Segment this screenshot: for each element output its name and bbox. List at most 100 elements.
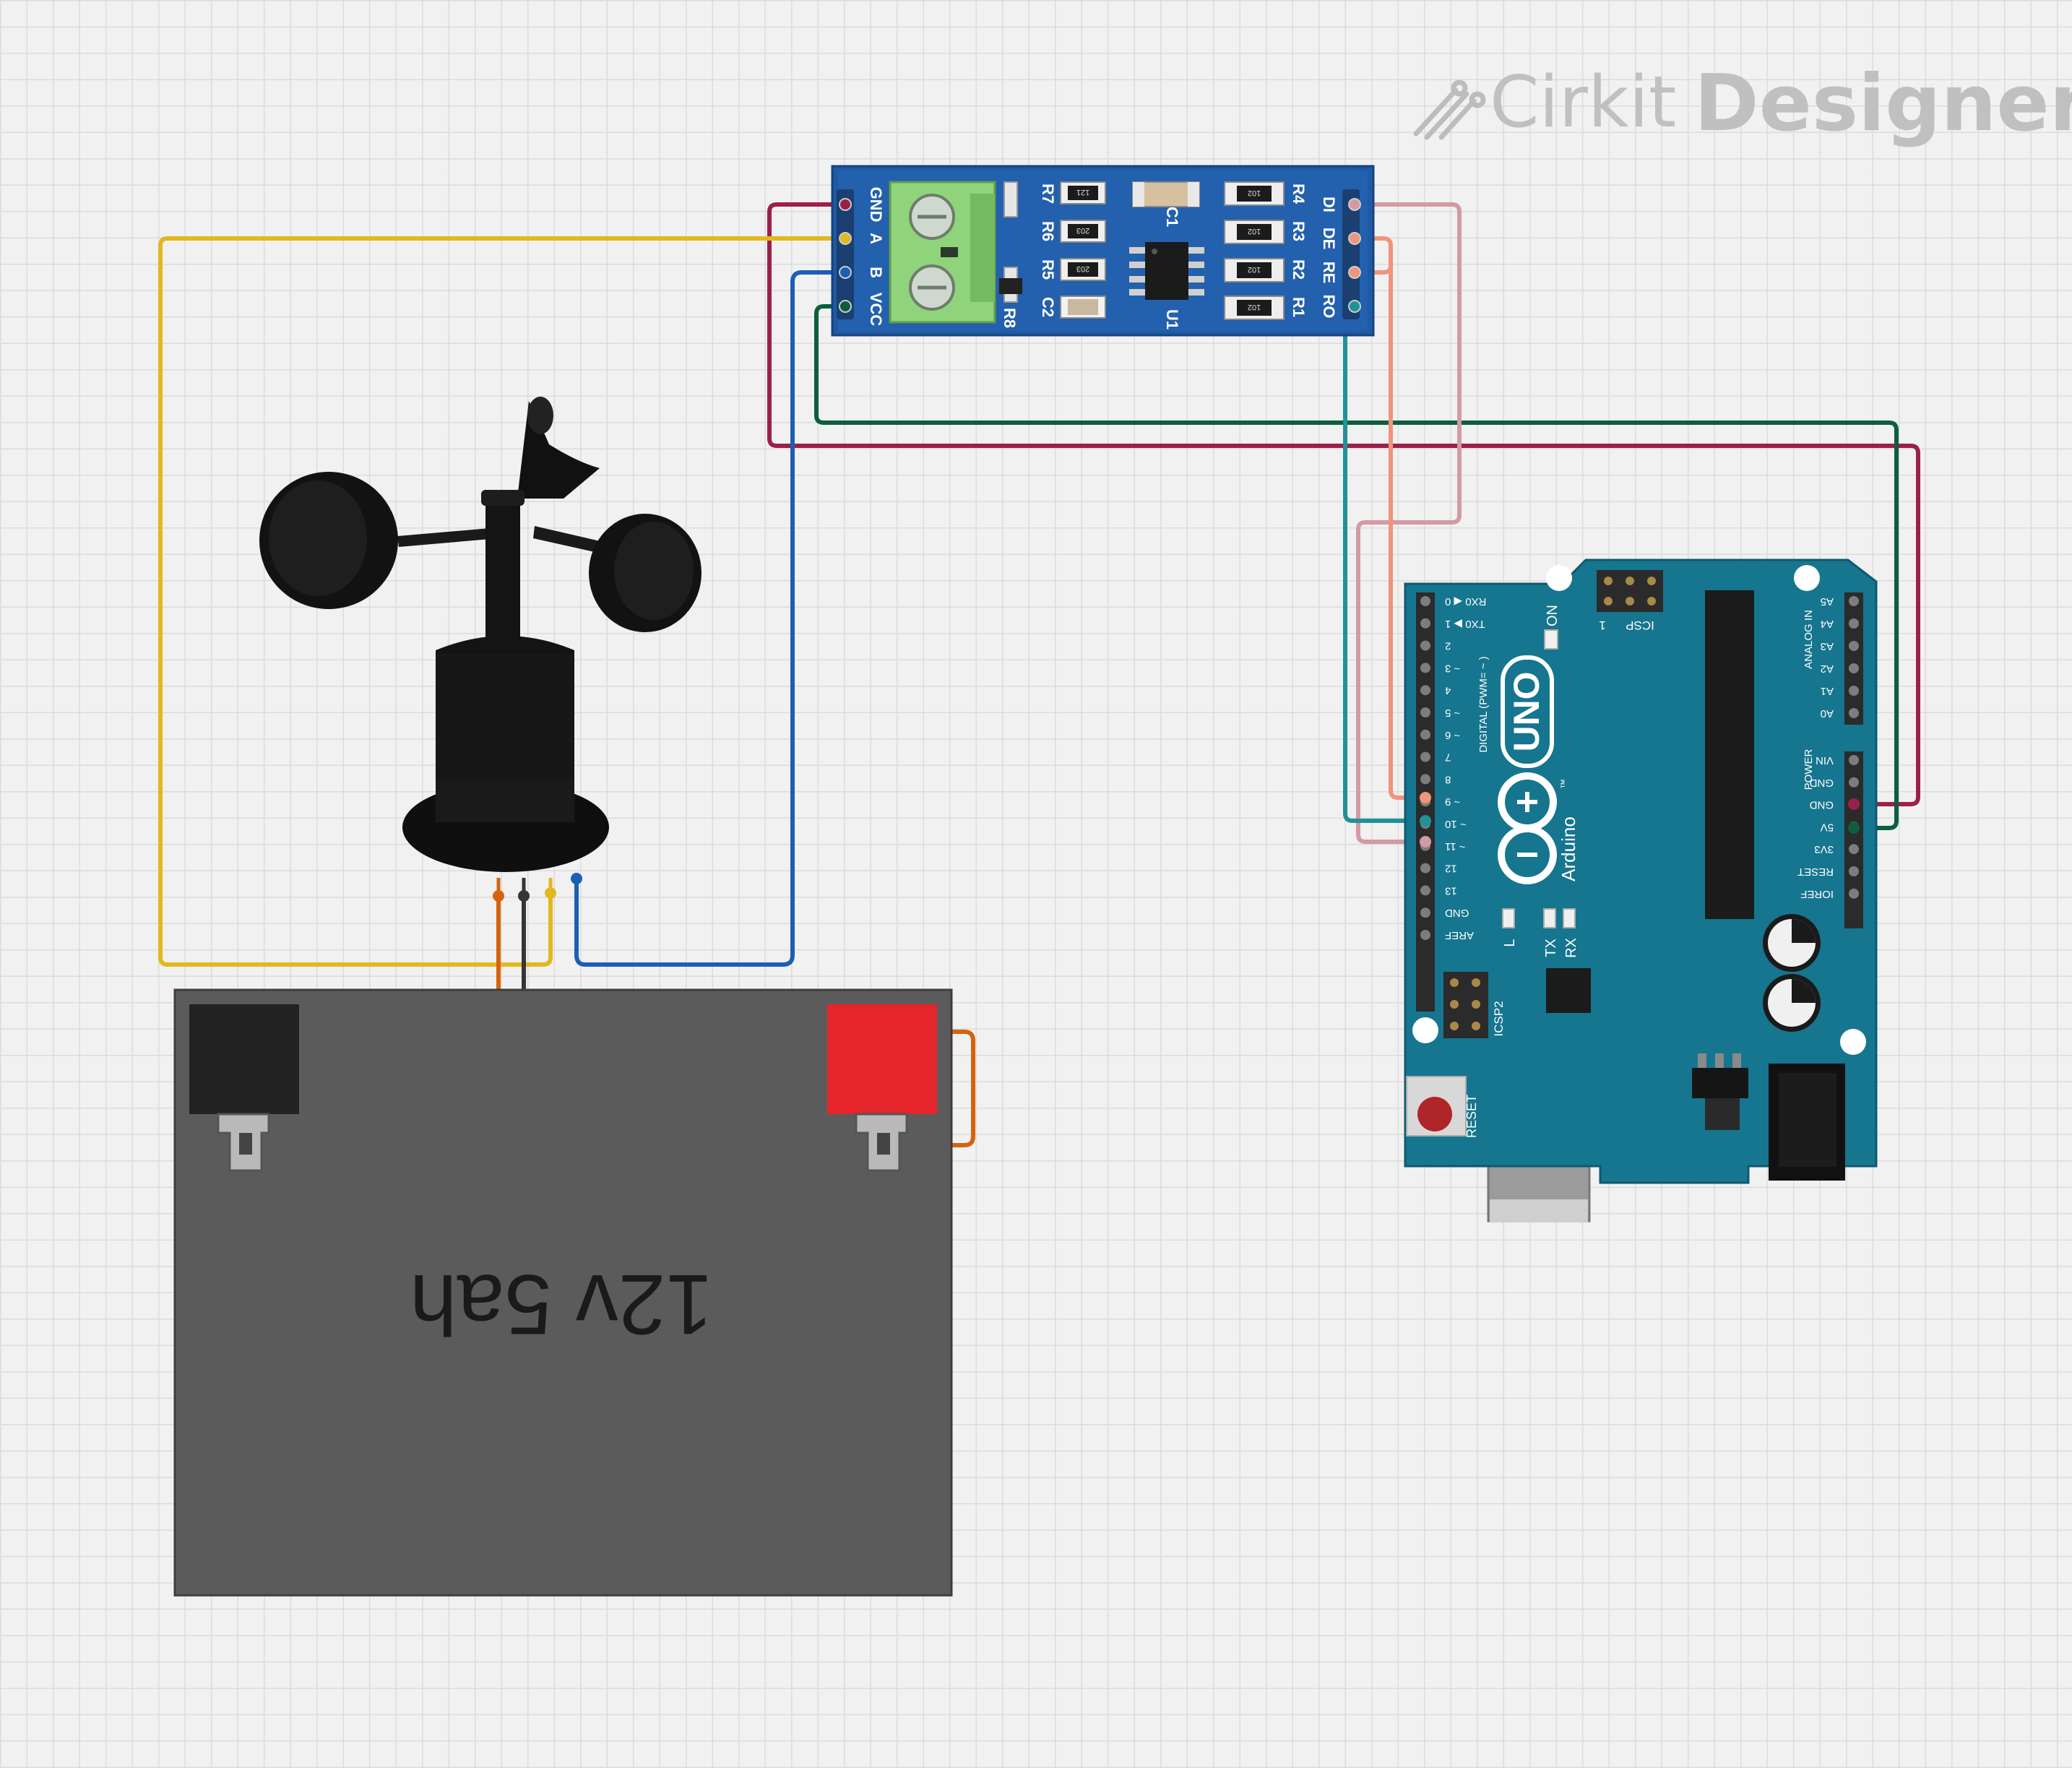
label-icsp2: ICSP2	[1492, 1001, 1506, 1036]
label-uno: UNO	[1506, 671, 1547, 751]
label-r2: R2	[1290, 259, 1308, 280]
pin-anemo-b[interactable]	[571, 873, 582, 884]
icsp-header	[1597, 570, 1663, 612]
label-analog-in: ANALOG IN	[1803, 610, 1815, 669]
header-pin-label: GND	[1810, 777, 1834, 789]
pin-gnd[interactable]	[839, 198, 852, 211]
header-pin[interactable]	[1420, 596, 1430, 606]
header-pin-label: 3V3	[1814, 843, 1834, 855]
header-pin[interactable]	[1849, 618, 1859, 629]
wire-rs485-di[interactable]	[1355, 202, 1462, 844]
label-icsp: ICSP	[1626, 618, 1654, 632]
label-a: A	[867, 233, 885, 244]
header-pin[interactable]	[1420, 618, 1430, 629]
smd-code-5: 102	[1248, 227, 1261, 236]
arduino-logo: UNO Arduino ™	[1498, 655, 1579, 884]
pin-vcc[interactable]	[839, 300, 852, 313]
wire-rs485-vcc[interactable]	[814, 304, 1899, 830]
label-u1: U1	[1163, 309, 1181, 329]
header-pin[interactable]	[1849, 596, 1859, 606]
rs485-right-pins	[1348, 198, 1361, 313]
anemometer[interactable]	[259, 397, 702, 902]
header-pin-label: A3	[1821, 640, 1834, 652]
pin-di[interactable]	[1348, 198, 1361, 211]
reset-button[interactable]	[1406, 1076, 1467, 1137]
header-pin-label: GND	[1445, 907, 1469, 919]
pin-a[interactable]	[839, 232, 852, 245]
label-power: POWER	[1803, 749, 1815, 790]
header-pin-label: A1	[1821, 685, 1834, 697]
label-r6: R6	[1039, 221, 1057, 241]
smd-code-3: 203	[1076, 264, 1089, 273]
rs485-smd-left: 121 203 203	[999, 181, 1106, 319]
label-r4: R4	[1290, 184, 1308, 204]
header-pin-label: VIN	[1816, 754, 1834, 767]
pin-anemo-a[interactable]	[545, 887, 556, 899]
header-pin[interactable]	[1420, 863, 1430, 874]
header-pin[interactable]	[1849, 844, 1859, 855]
header-pin[interactable]	[1420, 907, 1430, 918]
pin-ro[interactable]	[1348, 300, 1361, 313]
header-pin[interactable]	[1849, 866, 1859, 876]
header-pin[interactable]	[1420, 930, 1430, 940]
pin-de[interactable]	[1348, 232, 1361, 245]
label-icsp-1: 1	[1599, 618, 1605, 632]
header-pin[interactable]	[1849, 663, 1859, 673]
label-re: RE	[1320, 262, 1338, 284]
arduino-uno[interactable]: RESET ICSP 1 ICSP2 ON	[1404, 559, 1878, 1222]
header-pin-label: A5	[1821, 595, 1834, 608]
wire-rs485-a[interactable]	[158, 236, 845, 967]
header-pin[interactable]	[1420, 774, 1430, 785]
label-b: B	[867, 267, 885, 278]
battery-12v[interactable]: 12v 5ah	[173, 988, 953, 1597]
label-reset: RESET	[1464, 1095, 1479, 1138]
header-pin[interactable]	[1420, 707, 1430, 717]
voltage-regulator	[1692, 1053, 1748, 1130]
header-pin[interactable]	[1849, 708, 1859, 718]
rs485-module[interactable]: GND A B VCC DI DE RE RO	[831, 165, 1375, 337]
battery-positive-terminal	[827, 1004, 937, 1172]
label-digital: DIGITAL (PWM= ~ )	[1477, 656, 1490, 752]
header-pin-label: IOREF	[1800, 888, 1834, 900]
label-vcc: VCC	[867, 293, 885, 327]
logo-brand-text: Cirkit	[1490, 61, 1676, 144]
arduino-wire-ends	[1420, 792, 1860, 848]
pin-re[interactable]	[1348, 266, 1361, 279]
header-pin[interactable]	[1849, 686, 1859, 696]
dc-power-jack	[1769, 1064, 1845, 1181]
wire-rs485-de[interactable]	[1355, 236, 1423, 800]
smd-code-4: 102	[1248, 189, 1261, 197]
pin-anemo-ground[interactable]	[518, 890, 530, 902]
smd-code-7: 102	[1248, 303, 1261, 311]
pin-anemo-power[interactable]	[493, 890, 504, 902]
header-pin[interactable]	[1849, 777, 1859, 788]
header-pin-label: GND	[1810, 799, 1834, 811]
header-pin[interactable]	[1420, 663, 1430, 673]
battery-negative-terminal	[189, 1004, 299, 1172]
header-pin[interactable]	[1849, 755, 1859, 765]
label-r3: R3	[1290, 221, 1308, 241]
screw-terminal	[889, 181, 996, 324]
header-pin[interactable]	[1420, 685, 1430, 696]
analog-header	[1844, 592, 1863, 725]
header-pin[interactable]	[1420, 751, 1430, 762]
rs485-smd-right: 102 102 102 102	[1224, 181, 1285, 320]
usb-chip	[1546, 968, 1591, 1013]
pin-b[interactable]	[839, 266, 852, 279]
header-pin-label: ~ 10	[1445, 818, 1467, 830]
header-pin[interactable]	[1849, 888, 1859, 899]
icsp2-header	[1443, 972, 1488, 1038]
header-pin-label: RESET	[1797, 866, 1834, 878]
header-pin[interactable]	[1420, 729, 1430, 740]
max485-chip	[1129, 242, 1204, 300]
header-pin[interactable]	[1420, 640, 1430, 651]
wire-rs485-b[interactable]	[574, 270, 845, 967]
header-pin[interactable]	[1420, 885, 1430, 896]
label-tm: ™	[1558, 779, 1570, 789]
header-pin[interactable]	[1849, 641, 1859, 651]
logo-product-text: Designer	[1694, 59, 2072, 149]
wire-rs485-re[interactable]	[1355, 264, 1393, 275]
label-r5: R5	[1039, 259, 1057, 280]
